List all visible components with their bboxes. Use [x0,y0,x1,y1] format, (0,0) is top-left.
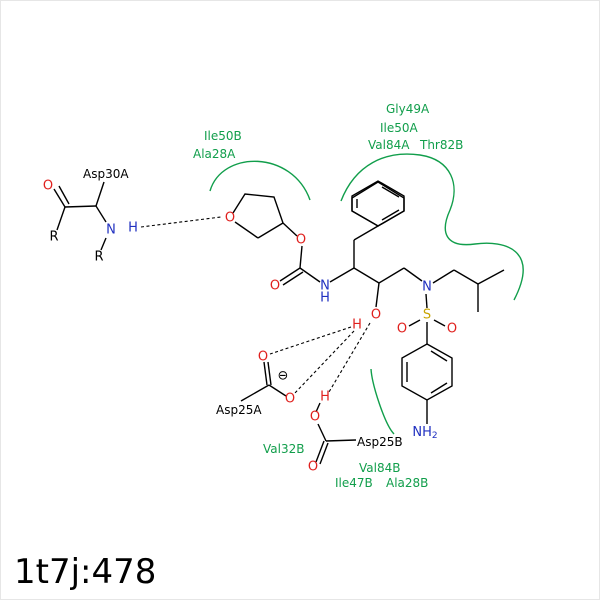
hbond-n-thf [140,216,222,228]
residue-val32b: Val32B [263,442,304,456]
contact-arc-gly49a-thr82b [340,153,524,301]
atom-o-asp25b-top: O [310,410,320,425]
atom-o-asp25a-top: O [258,350,268,365]
residue-ala28a: Ala28A [193,147,236,161]
atom-o-asp25b-bottom: O [308,460,318,475]
residue-ile50a: Ile50A [380,121,419,135]
sulfonamide-fragment [408,269,505,344]
atom-o-asp25a-bottom: O [285,392,295,407]
atom-nh2: NH2 [412,425,437,442]
diagram-id-label: 1t7j:478 [14,552,157,592]
atom-o-carbamate: O [270,279,280,294]
thf-carbamate-fragment [232,193,355,286]
atom-o-thf: O [225,211,235,226]
charge-minus-icon: ⊖ [278,369,289,384]
atom-h-hydroxyl: H [352,318,362,333]
atom-h-carbamate: H [320,291,330,306]
asp25b-fragment [315,402,357,465]
residue-thr82b: Thr82B [419,138,463,152]
residue-val84b: Val84B [359,461,400,475]
residue-ala28b: Ala28B [386,476,428,490]
atom-n-carbamate: N [320,279,330,294]
label-asp25b: Asp25B [357,435,403,449]
label-asp25a: Asp25A [216,403,262,417]
atom-h-asp30: H [128,221,138,236]
atom-o-sulfonyl-right: O [447,322,457,337]
residue-ile50b: Ile50B [204,129,242,143]
benzyl-ring [351,180,405,227]
contact-arc-ile50b-ala28a [209,160,311,201]
atom-r-bottom: R [94,250,103,265]
atom-h-asp25b: H [320,390,330,405]
residue-gly49a: Gly49A [386,102,430,116]
residue-val84a: Val84A [368,138,410,152]
atom-o-hydroxyl: O [371,308,381,323]
atom-s-sulfonyl: S [423,308,431,323]
aniline-ring [401,343,453,424]
atom-o-ester: O [296,233,306,248]
residue-ile47b: Ile47B [335,476,373,490]
atom-r-top: R [49,230,58,245]
central-chain [353,225,423,308]
asp25a-fragment [240,361,287,402]
hbond-h-asp25a-bottom [293,330,355,395]
hbond-o-asp25b [328,322,371,393]
hbond-h-asp25a-top [269,326,352,355]
atom-n-asp30: N [106,223,116,238]
atom-n-sulfonamide: N [422,280,432,295]
asp30a-fragment [53,181,107,251]
atom-o-sulfonyl-left: O [397,322,407,337]
contact-arc-val84b [370,368,395,435]
label-asp30a: Asp30A [83,167,129,181]
atom-o-ketone: O [43,179,53,194]
